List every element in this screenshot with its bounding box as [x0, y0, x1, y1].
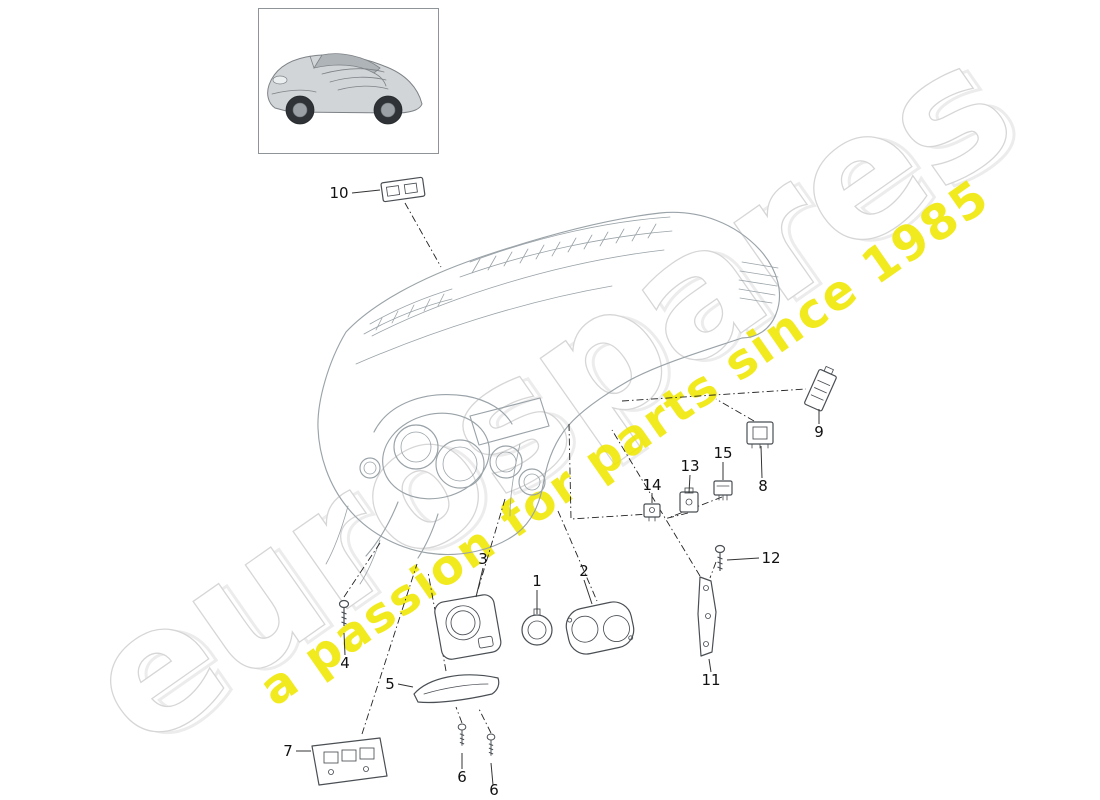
leader-lines [343, 202, 807, 735]
part-label-11[interactable]: 11 [701, 671, 720, 689]
leader-line-7 [361, 563, 418, 735]
leader-line-3 [476, 498, 506, 594]
part-icon-3 [434, 594, 502, 660]
part-icon-10 [380, 176, 426, 203]
part-labels: 10 9 8 13 14 15 12 11 1 2 3 4 5 6 6 7 [283, 184, 824, 799]
part-label-10[interactable]: 10 [329, 184, 348, 202]
part-icon-5 [413, 674, 500, 704]
part-label-1[interactable]: 1 [532, 572, 542, 590]
watermark-brand: eurospares [52, 6, 1046, 785]
label-connectors [296, 189, 820, 786]
watermark: eurospares eurospares a passion for part… [51, 5, 1056, 788]
leader-line-6a [455, 706, 463, 724]
vehicle-thumbnail [258, 8, 439, 154]
leader-line-10 [404, 202, 442, 268]
leader-line-15 [667, 496, 723, 519]
part-label-4[interactable]: 4 [340, 654, 350, 672]
leader-line-9 [621, 388, 807, 402]
part-icon-6b [486, 733, 496, 757]
part-label-9[interactable]: 9 [814, 423, 824, 441]
dashboard-illustration [317, 211, 780, 585]
leader-line-route [568, 423, 650, 520]
leader-line-13 [663, 512, 689, 520]
part-label-5[interactable]: 5 [385, 675, 395, 693]
part-label-6a[interactable]: 6 [457, 768, 467, 786]
part-icon-2 [565, 601, 635, 655]
leader-line-2 [557, 510, 598, 602]
part-label-7[interactable]: 7 [283, 742, 293, 760]
leader-line-6b [478, 708, 492, 734]
part-label-6b[interactable]: 6 [489, 781, 499, 799]
part-label-15[interactable]: 15 [713, 444, 732, 462]
part-label-13[interactable]: 13 [680, 457, 699, 475]
part-icon-12 [714, 544, 726, 572]
part-icon-14 [643, 503, 661, 522]
part-icon-8 [746, 421, 774, 449]
part-icon-11 [697, 576, 717, 657]
part-icon-15 [713, 480, 733, 501]
part-icon-1 [521, 608, 553, 646]
part-label-3[interactable]: 3 [478, 550, 488, 568]
vehicle-illustration [267, 53, 423, 125]
part-label-12[interactable]: 12 [761, 549, 780, 567]
part-icon-9 [804, 365, 837, 412]
part-label-2[interactable]: 2 [579, 562, 589, 580]
part-icons [311, 176, 837, 786]
part-icon-7 [311, 737, 388, 786]
part-label-8[interactable]: 8 [758, 477, 768, 495]
part-icon-6a [457, 723, 467, 747]
part-label-14[interactable]: 14 [642, 476, 661, 494]
leader-line-4 [343, 542, 381, 598]
leader-line-12 [709, 561, 717, 579]
